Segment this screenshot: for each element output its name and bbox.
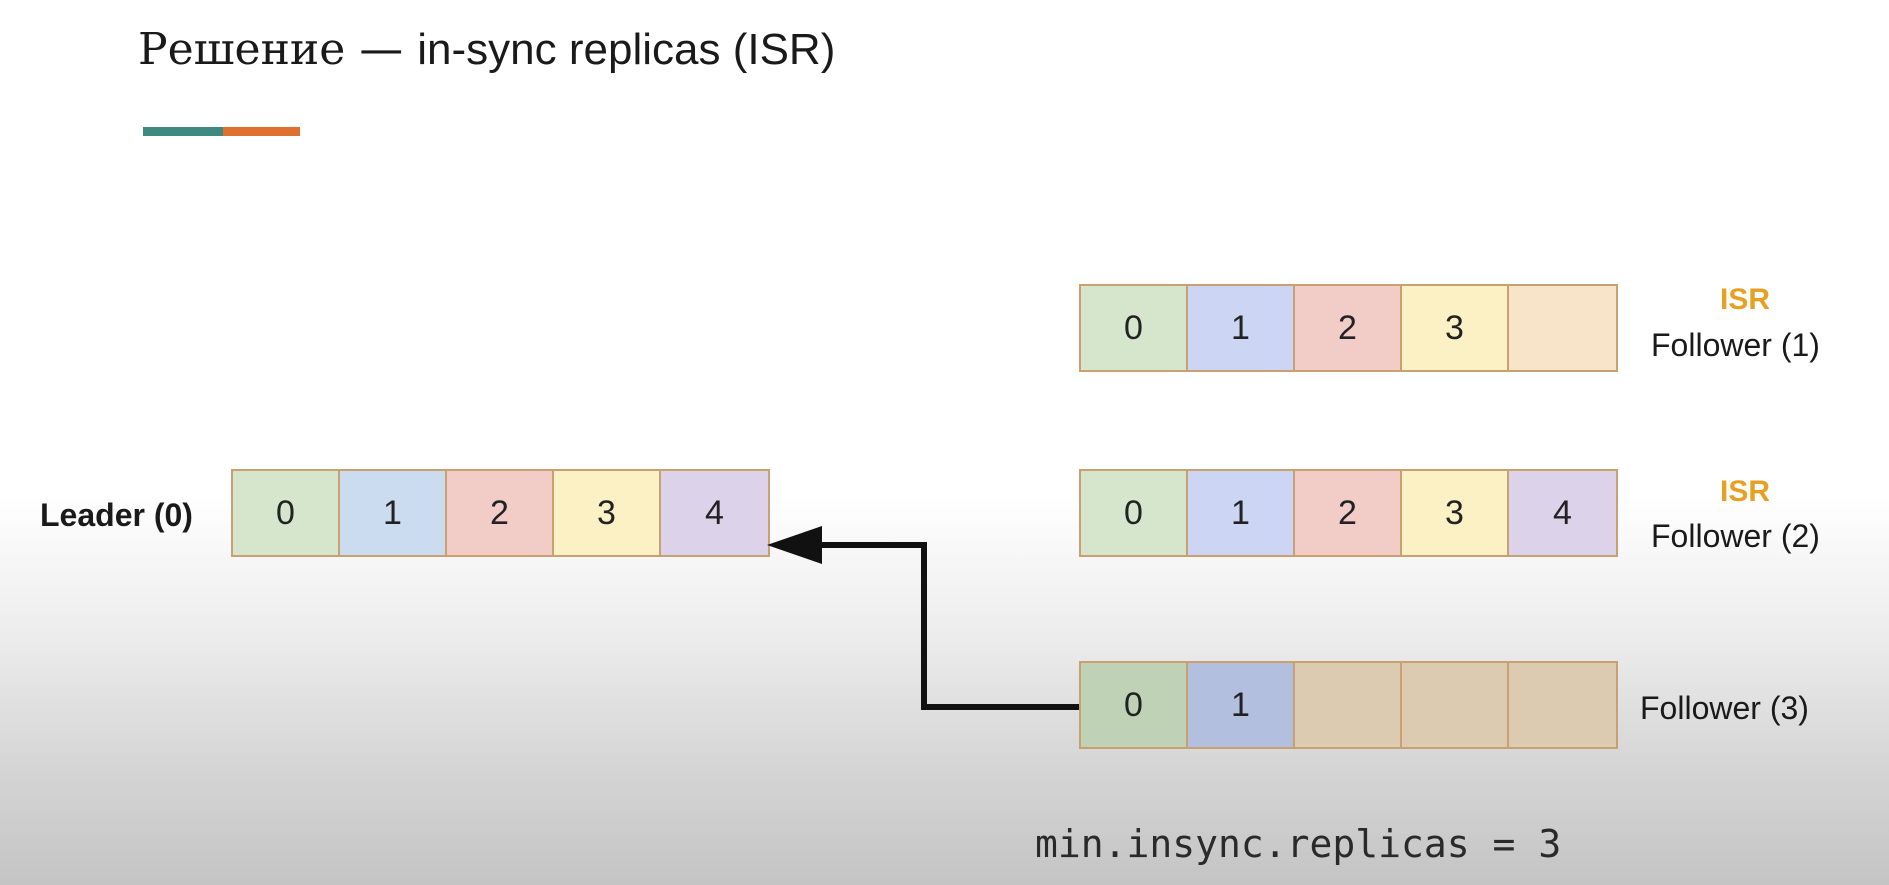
follower-3-cell-3 [1402, 663, 1509, 747]
follower-3-label: Follower (3) [1640, 690, 1809, 726]
follower-3-cell-2 [1295, 663, 1402, 747]
follower-1-isr-label: ISR [1720, 283, 1771, 316]
follower-2-cell-0: 0 [1081, 471, 1188, 555]
follower-1-cell-2: 2 [1295, 286, 1402, 370]
leader-cell-4: 4 [661, 471, 768, 555]
follower-3-cell-4 [1509, 663, 1616, 747]
slide-title: Решение — in-sync replicas (ISR) [138, 24, 835, 75]
leader-cell-2: 2 [447, 471, 554, 555]
follower-1-cell-4 [1509, 286, 1616, 370]
follower-3-cell-1: 1 [1188, 663, 1295, 747]
fetch-arrow-line [820, 542, 1079, 710]
follower-2-cell-1: 1 [1188, 471, 1295, 555]
leader-cell-1: 1 [340, 471, 447, 555]
follower-2-label: Follower (2) [1651, 518, 1820, 554]
fetch-arrow-head [767, 526, 822, 564]
follower-2-cell-3: 3 [1402, 471, 1509, 555]
follower-1-label: Follower (1) [1651, 327, 1820, 363]
accent-bar-teal [143, 127, 223, 136]
leader-cell-3: 3 [554, 471, 661, 555]
follower-1-cell-1: 1 [1188, 286, 1295, 370]
title-dash: — [345, 24, 418, 75]
follower-2-cell-4: 4 [1509, 471, 1616, 555]
min-insync-formula: min.insync.replicas = 3 [1035, 822, 1562, 866]
leader-label: Leader (0) [40, 497, 193, 533]
follower-1-cell-0: 0 [1081, 286, 1188, 370]
follower-1-cell-3: 3 [1402, 286, 1509, 370]
follower-3-cell-0: 0 [1081, 663, 1188, 747]
title-ru: Решение [138, 24, 346, 75]
accent-bar-orange [223, 127, 300, 136]
title-en: in-sync replicas (ISR) [417, 25, 836, 74]
leader-cell-0: 0 [233, 471, 340, 555]
follower-2-cell-2: 2 [1295, 471, 1402, 555]
follower-2-isr-label: ISR [1720, 475, 1771, 508]
